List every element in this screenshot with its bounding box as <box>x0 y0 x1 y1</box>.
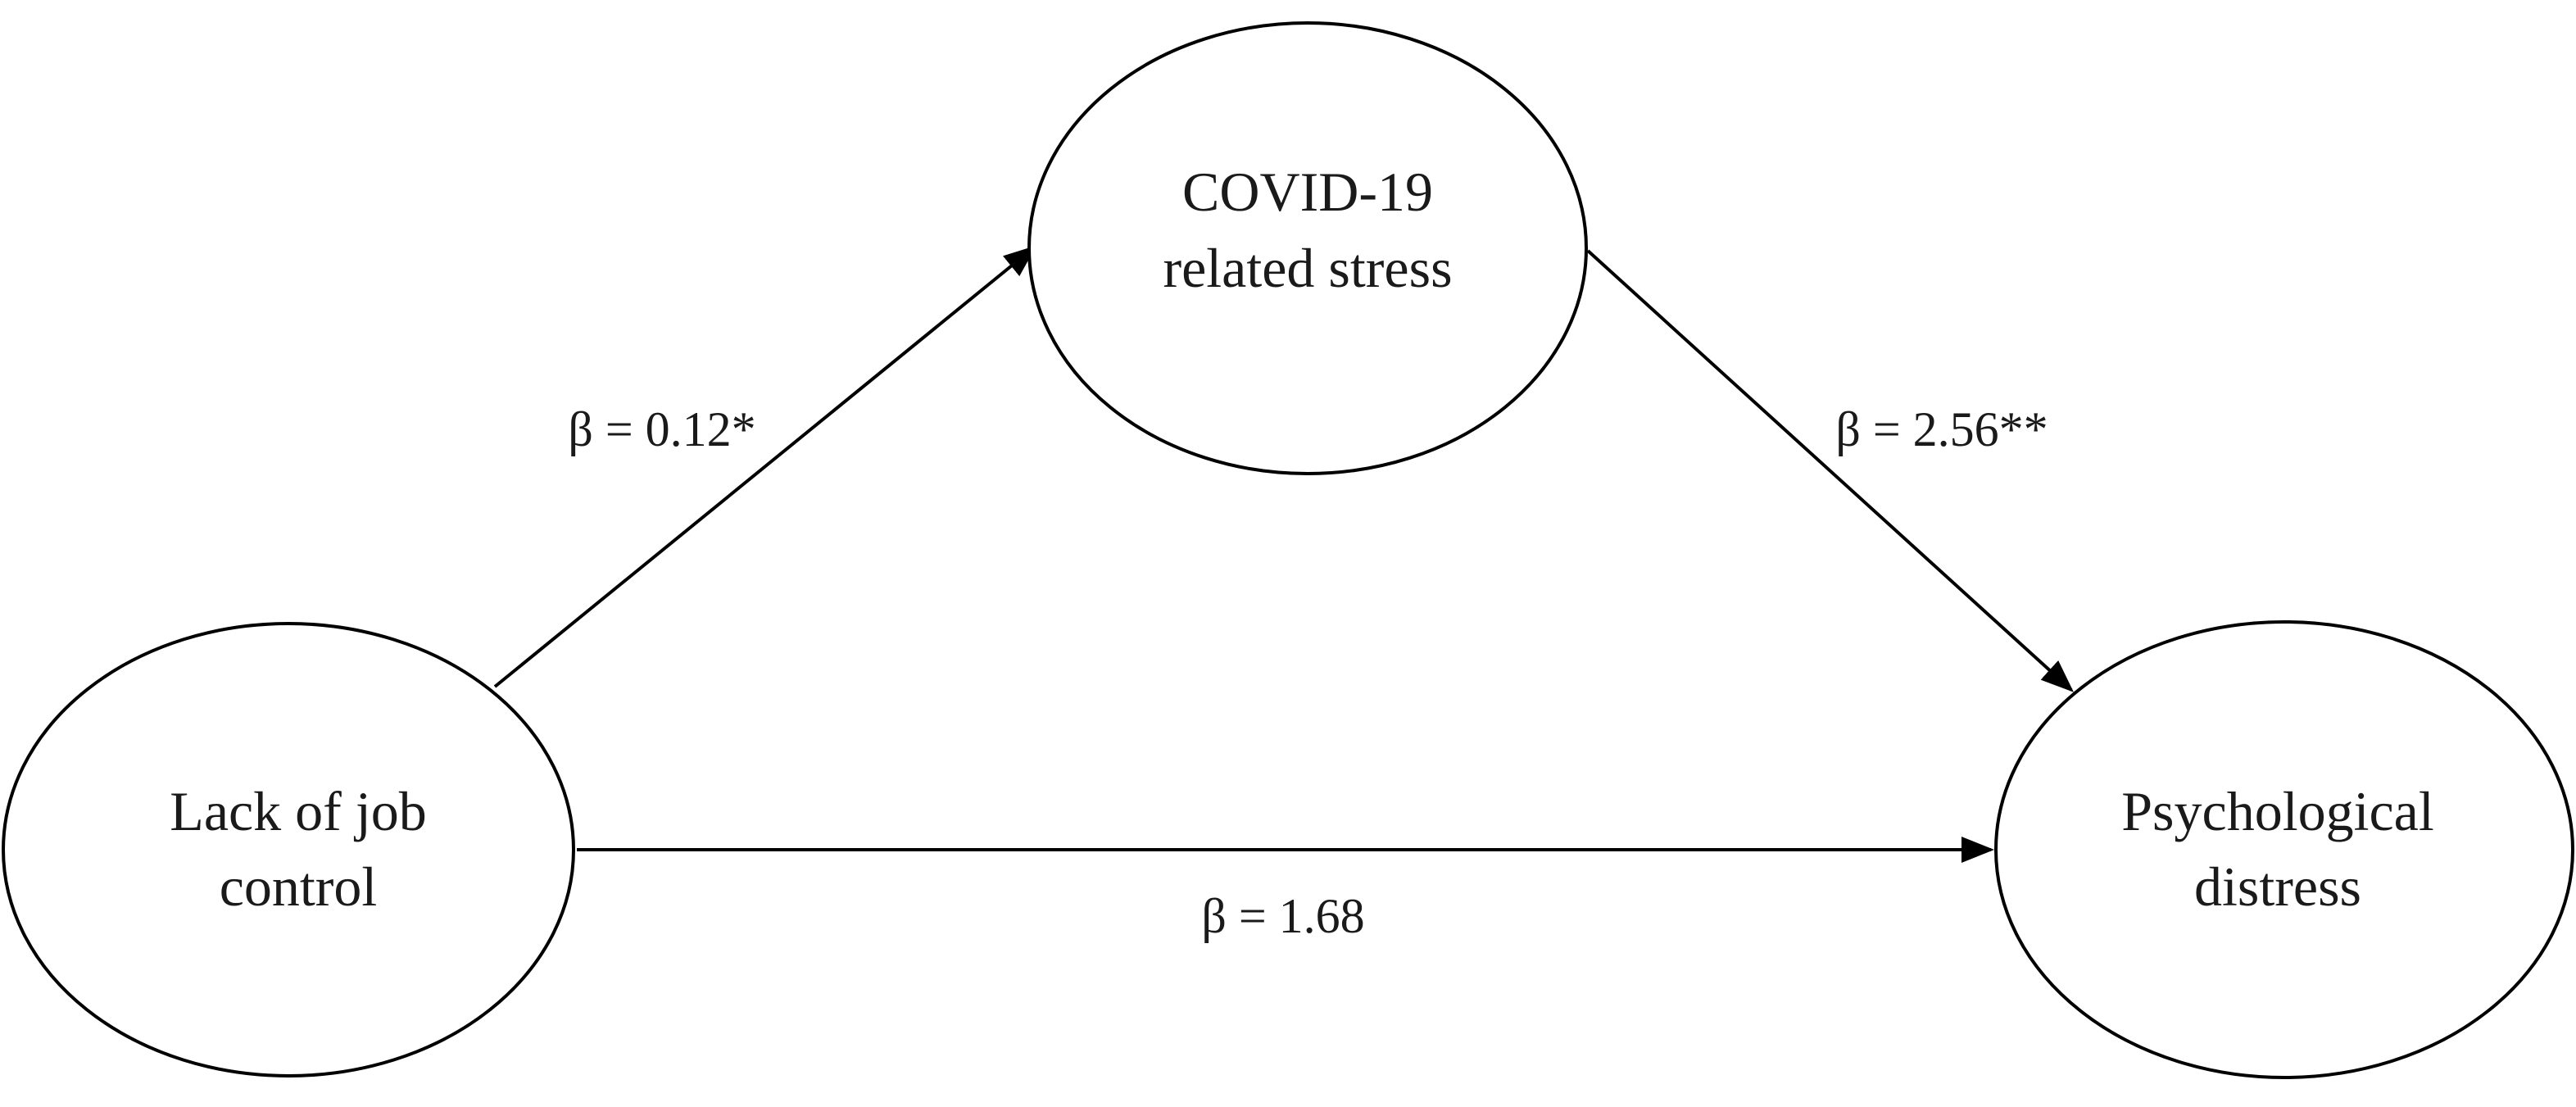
mediator-label-line1: COVID-19 <box>1182 161 1433 223</box>
predictor-label-line2: control <box>220 855 378 918</box>
predictor-node: Lack of job control <box>2 622 575 1078</box>
outcome-label-line2: distress <box>2194 855 2361 918</box>
path-c-label: β = 1.68 <box>1201 889 1364 943</box>
mediator-label-line2: related stress <box>1163 237 1452 299</box>
predictor-label-line1: Lack of job <box>170 780 426 842</box>
path-a-label: β = 0.12* <box>568 402 755 456</box>
path-a-arrow <box>493 245 1037 688</box>
mediator-node: COVID-19 related stress <box>1027 21 1588 475</box>
outcome-node: Psychological distress <box>1994 620 2574 1079</box>
path-b-label: β = 2.56** <box>1835 402 2048 456</box>
path-b-arrow <box>1586 249 2074 692</box>
outcome-label-line1: Psychological <box>2121 780 2434 842</box>
